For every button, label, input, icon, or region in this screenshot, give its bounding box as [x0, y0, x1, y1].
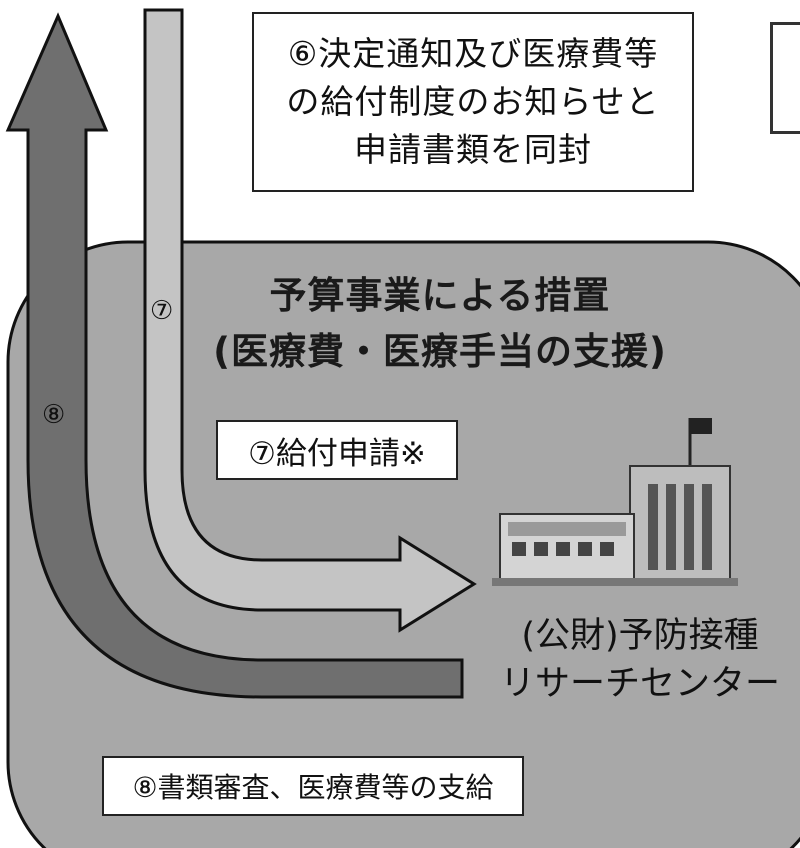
step-8-marker: ⑧ — [42, 400, 66, 430]
building-icon — [492, 418, 738, 586]
notice-line-1: ⑥決定通知及び医療費等 — [287, 34, 659, 73]
apply-box: ⑦給付申請※ — [216, 420, 458, 480]
notice-box: ⑥決定通知及び医療費等 の給付制度のお知らせと 申請書類を同封 — [252, 12, 694, 192]
budget-measure-subtitle: (医療費・医療手当の支援) — [213, 330, 667, 373]
organization-label: (公財)予防接種 リサーチセンター — [480, 612, 800, 708]
notice-line-3: 申請書類を同封 — [354, 130, 592, 169]
step-7-marker: ⑦ — [150, 296, 174, 326]
arrow-7 — [143, 8, 477, 633]
organization-line-2: リサーチセンター — [499, 664, 780, 704]
budget-measure-title: 予算事業による措置 — [269, 274, 611, 317]
organization-line-1: (公財)予防接種 — [521, 616, 759, 656]
budget-measure-heading: 予算事業による措置 (医療費・医療手当の支援) — [210, 268, 670, 380]
flag-icon — [690, 418, 712, 434]
partial-box-edge — [770, 22, 800, 134]
review-box: ⑧書類審査、医療費等の支給 — [102, 756, 524, 816]
notice-line-2: の給付制度のお知らせと — [286, 82, 660, 121]
arrow-8 — [5, 12, 464, 699]
